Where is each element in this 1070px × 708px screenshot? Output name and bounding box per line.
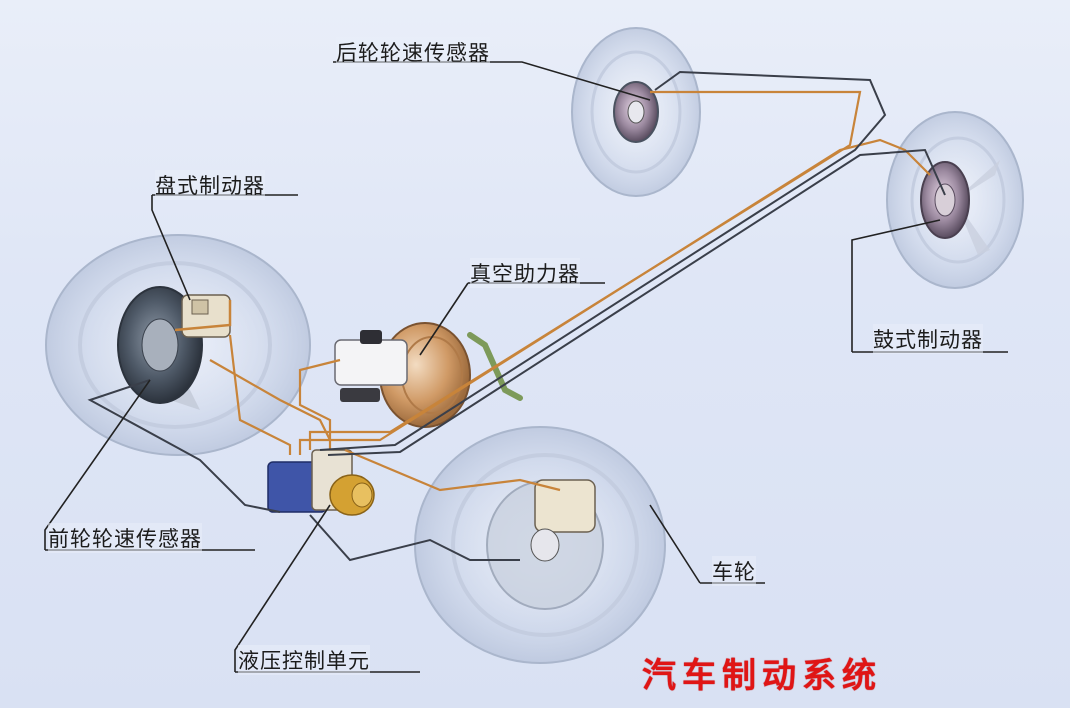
brake-disc	[117, 286, 203, 404]
rear-left-wheel	[571, 27, 701, 197]
sensor-wires	[87, 70, 946, 562]
label-vacuum-booster: 真空助力器	[470, 258, 580, 288]
hydraulic-control-unit	[267, 449, 375, 516]
label-front-wheel-speed-sensor: 前轮轮速传感器	[48, 523, 202, 553]
label-drum-brake: 鼓式制动器	[873, 324, 983, 354]
drum-brake	[920, 161, 970, 239]
brake-lines	[209, 90, 931, 492]
vacuum-booster	[334, 322, 523, 428]
label-rear-wheel-speed-sensor: 后轮轮速传感器	[336, 37, 490, 67]
label-wheel: 车轮	[712, 556, 756, 586]
label-hydraulic-control-unit: 液压控制单元	[238, 645, 370, 675]
label-disc-brake: 盘式制动器	[155, 170, 265, 200]
diagram-title: 汽车制动系统	[642, 656, 882, 696]
disc-brake-caliper	[174, 294, 232, 338]
front-right-wheel	[414, 426, 666, 664]
